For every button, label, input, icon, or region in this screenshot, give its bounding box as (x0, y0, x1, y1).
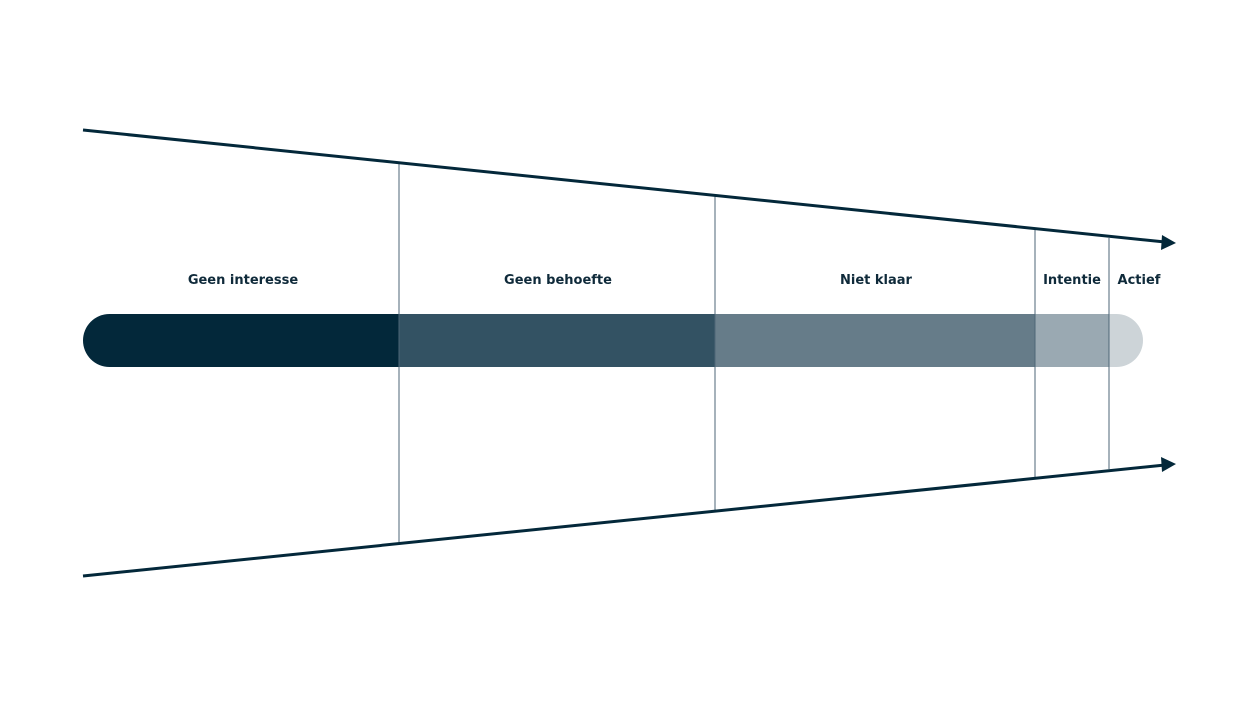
stage-label-niet-klaar: Niet klaar (840, 273, 913, 288)
funnel-bar (83, 314, 1143, 367)
bar-segment-geen-interesse (83, 314, 399, 367)
top-boundary-line (82, 128, 1166, 244)
bottom-arrow-head-icon (1161, 457, 1176, 472)
stage-label-geen-behoefte: Geen behoefte (504, 273, 612, 288)
stage-label-actief: Actief (1118, 273, 1161, 288)
bar-segment-geen-behoefte (399, 314, 715, 367)
stage-label-geen-interesse: Geen interesse (188, 273, 299, 288)
bar-segment-intentie (1035, 314, 1109, 367)
bar-segment-actief (1109, 314, 1143, 367)
top-arrow-head-icon (1161, 235, 1176, 250)
bottom-boundary-line (82, 463, 1166, 578)
bar-segment-niet-klaar (715, 314, 1035, 367)
stage-label-intentie: Intentie (1043, 273, 1101, 288)
